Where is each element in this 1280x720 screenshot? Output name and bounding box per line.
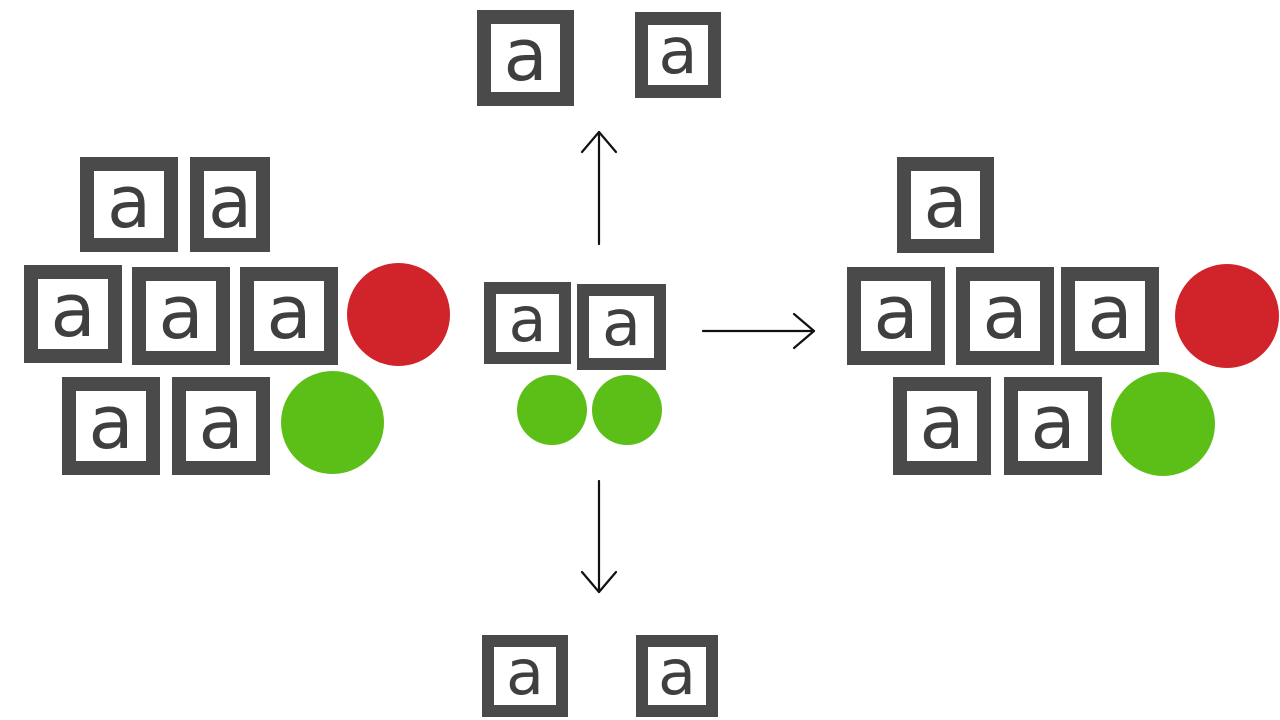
tile-glyph: a	[658, 15, 698, 89]
green-ball	[281, 371, 384, 474]
a-tile: a	[897, 157, 994, 253]
arrow-down	[580, 479, 618, 594]
tile-glyph: a	[919, 380, 965, 466]
tile-glyph: a	[158, 270, 204, 356]
tile-glyph: a	[982, 270, 1028, 356]
a-tile: a	[482, 635, 568, 717]
tile-glyph: a	[508, 283, 547, 356]
tile-glyph: a	[503, 13, 548, 97]
a-tile: a	[132, 267, 230, 365]
tile-glyph: a	[207, 159, 253, 244]
green-ball	[1111, 372, 1215, 476]
a-tile: a	[484, 282, 571, 364]
a-tile: a	[577, 284, 666, 370]
tile-glyph: a	[923, 160, 968, 244]
a-tile: a	[172, 377, 270, 475]
a-tile: a	[893, 377, 991, 475]
tile-glyph: a	[873, 270, 919, 356]
a-tile: a	[847, 267, 945, 365]
a-tile: a	[240, 267, 338, 365]
a-tile: a	[636, 635, 718, 717]
a-tile: a	[956, 267, 1054, 365]
a-tile: a	[190, 157, 270, 252]
tile-glyph: a	[658, 636, 696, 709]
tile-glyph: a	[1030, 380, 1076, 466]
a-tile: a	[477, 10, 574, 106]
a-tile: a	[24, 265, 122, 363]
tile-glyph: a	[198, 380, 244, 466]
tile-glyph: a	[266, 270, 312, 356]
tile-glyph: a	[1087, 270, 1133, 356]
tile-glyph: a	[601, 287, 642, 361]
green-ball	[517, 375, 587, 445]
red-ball	[347, 263, 450, 366]
a-tile: a	[80, 157, 178, 252]
a-tile: a	[62, 377, 160, 475]
tile-glyph: a	[506, 636, 544, 709]
a-tile: a	[635, 12, 721, 98]
tile-glyph: a	[50, 268, 96, 354]
tile-glyph: a	[106, 159, 152, 244]
red-ball	[1175, 264, 1279, 368]
a-tile: a	[1004, 377, 1102, 475]
arrow-up	[580, 130, 618, 246]
green-ball	[592, 375, 662, 445]
a-tile: a	[1061, 267, 1159, 365]
tile-glyph: a	[88, 380, 134, 466]
arrow-right	[701, 312, 816, 350]
